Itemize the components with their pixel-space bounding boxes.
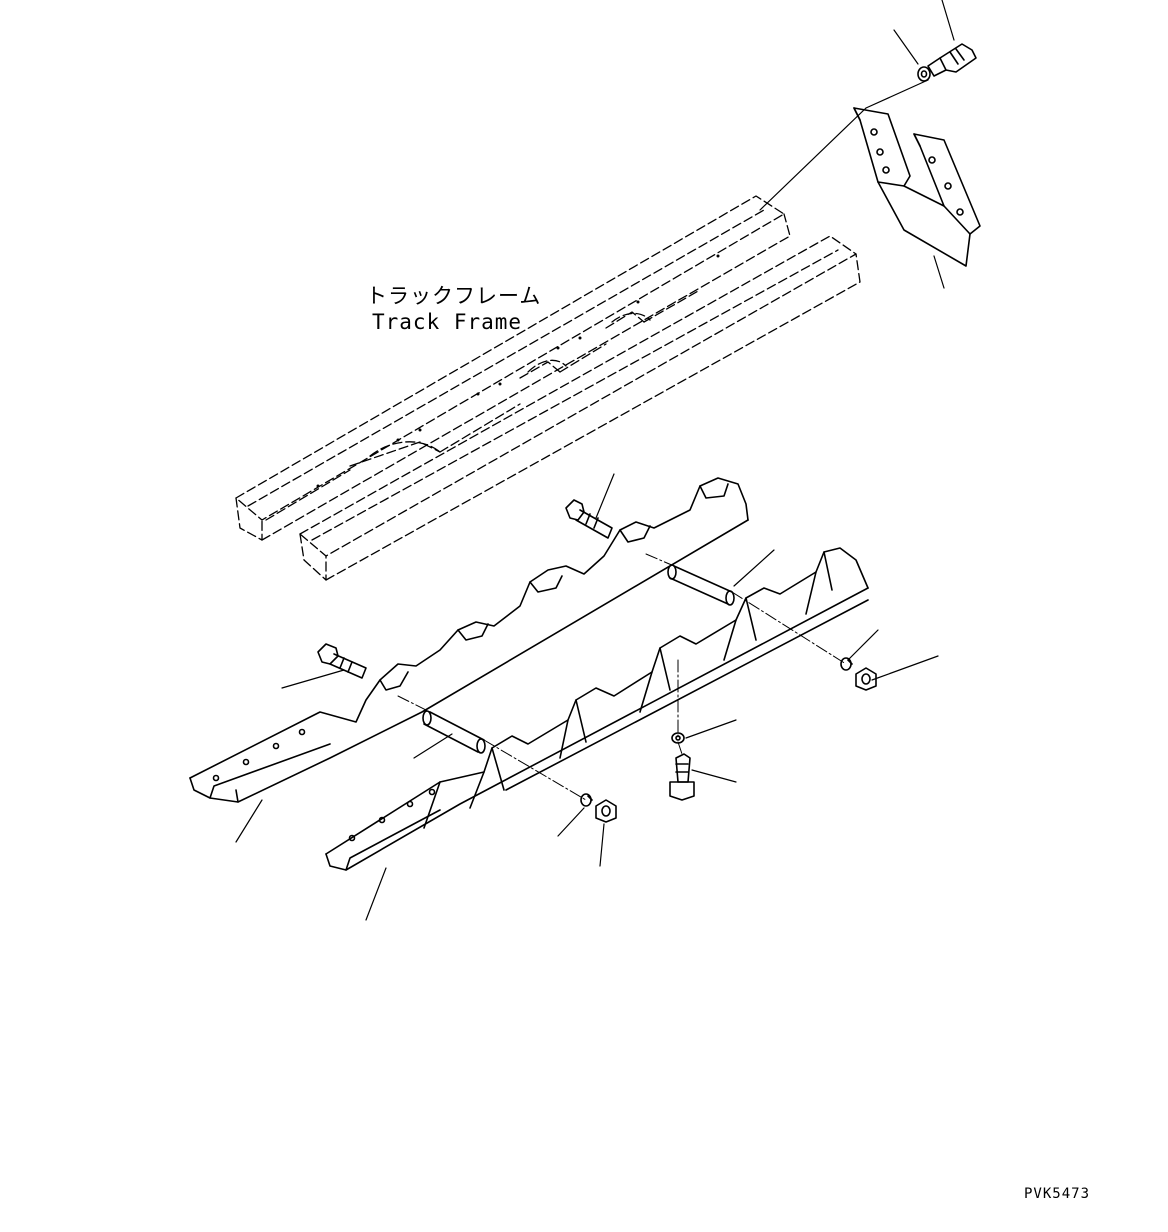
guard-plate-left: [853, 107, 911, 187]
track-frame-label-japanese: トラックフレーム: [366, 284, 542, 308]
washer-lower-icon: [580, 793, 593, 807]
assembly-center-lines: [397, 553, 847, 801]
spacer-pipe-upper: [667, 564, 735, 606]
nut-right-icon: [855, 667, 877, 691]
guard-plate-right: [913, 133, 981, 235]
track-frame-label-english: Track Frame: [372, 310, 523, 334]
track-guard-left: [189, 477, 749, 803]
drawing-number: PVK5473: [1024, 1186, 1091, 1202]
bolt-left-icon: [317, 643, 367, 679]
top-bolt-icon: [927, 43, 977, 77]
track-guard-right: [325, 547, 869, 871]
guard-skirt: [877, 181, 971, 267]
frame-hole-marks: [316, 254, 720, 488]
top-washer-icon: [917, 66, 931, 82]
callout-leader-lines: [235, 0, 955, 921]
bolt-upper-icon: [565, 499, 613, 539]
spacer-pipe-lower: [422, 710, 486, 754]
washer-right-icon: [840, 657, 853, 671]
bolt-vertical-icon: [669, 753, 695, 801]
nut-lower-icon: [595, 799, 617, 823]
track-frame-outline: [235, 195, 861, 581]
